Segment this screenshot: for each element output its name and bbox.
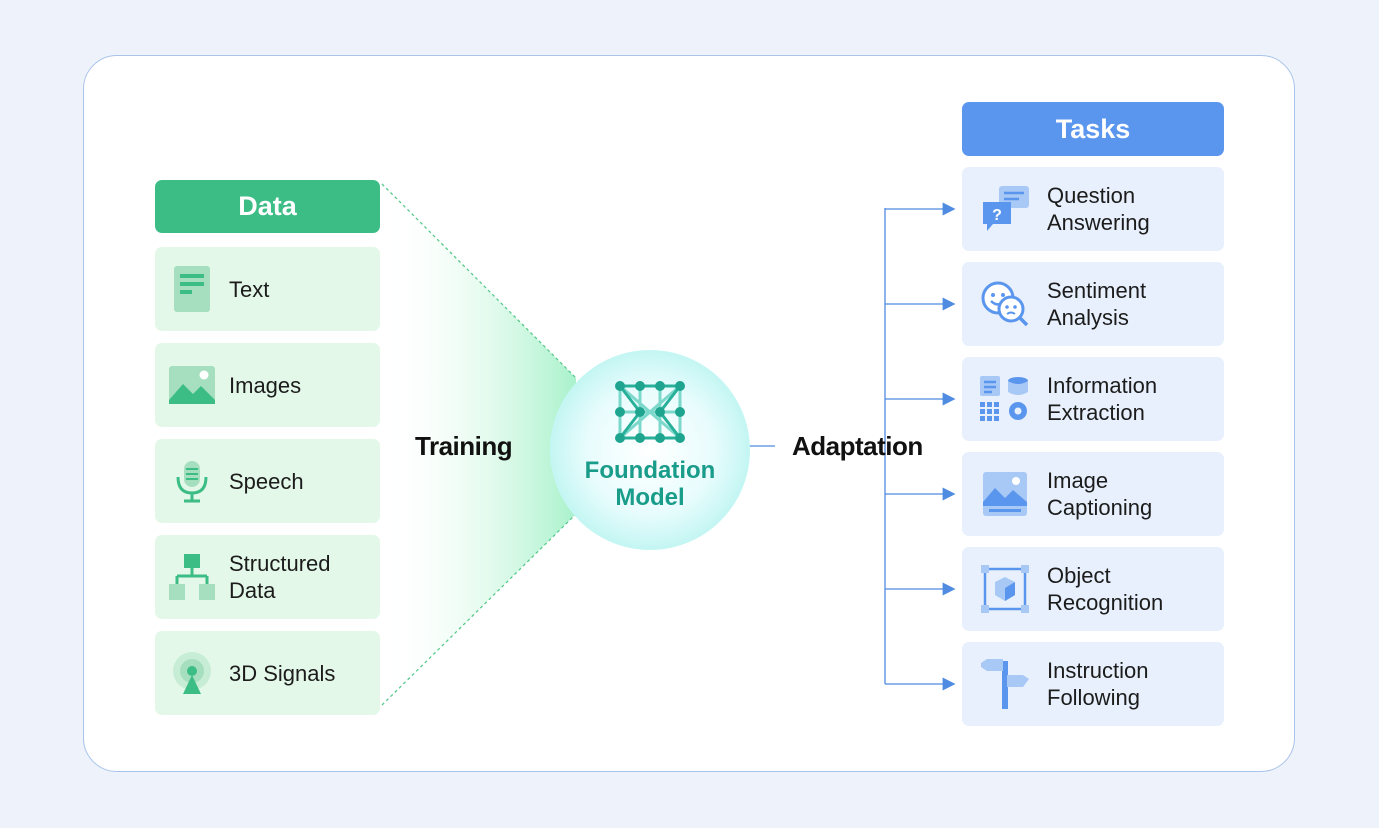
signal-icon (155, 651, 229, 695)
foundation-model-glow (550, 350, 750, 550)
task-item-object-recognition: Object Recognition (962, 547, 1224, 631)
foundation-model-line1: Foundation (584, 457, 716, 484)
task-arrows (885, 202, 956, 691)
data-item-label: Images (229, 372, 302, 398)
extraction-icon (962, 376, 1047, 422)
hierarchy-icon (155, 554, 229, 600)
task-item-information-extraction: Information Extraction (962, 357, 1224, 441)
training-beam (382, 184, 576, 705)
task-item-question-answering: ? Question Answering (962, 167, 1224, 251)
data-item-3d-signals: 3D Signals (155, 631, 380, 715)
data-item-speech: Speech (155, 439, 380, 523)
neural-network-icon (612, 378, 688, 451)
data-item-text: Text (155, 247, 380, 331)
data-item-images: Images (155, 343, 380, 427)
document-icon (155, 264, 229, 314)
task-item-label: Instruction Following (1047, 658, 1149, 710)
data-header: Data (155, 180, 380, 233)
signpost-icon (962, 659, 1047, 709)
data-item-label: 3D Signals (229, 660, 336, 686)
object-box-icon (962, 565, 1047, 613)
task-item-label: Image Captioning (1047, 468, 1153, 520)
task-item-label: Information Extraction (1047, 373, 1158, 425)
adaptation-label: Adaptation (792, 431, 923, 461)
microphone-icon (155, 459, 229, 503)
task-item-instruction-following: Instruction Following (962, 642, 1224, 726)
foundation-model-title: Foundation Model (560, 457, 740, 511)
training-label: Training (415, 431, 513, 461)
data-item-label: Text (229, 276, 270, 302)
task-item-label: Sentiment Analysis (1047, 278, 1147, 330)
tasks-header: Tasks (962, 102, 1224, 156)
data-item-label: Structured Data (229, 551, 331, 603)
task-item-sentiment-analysis: Sentiment Analysis (962, 262, 1224, 346)
svg-text:?: ? (992, 207, 1002, 224)
data-item-structured-data: Structured Data (155, 535, 380, 619)
task-item-label: Object Recognition (1047, 563, 1164, 615)
training-dash-top (381, 183, 577, 379)
task-item-label: Question Answering (1047, 183, 1150, 235)
caption-image-icon (962, 472, 1047, 516)
task-item-image-captioning: Image Captioning (962, 452, 1224, 536)
image-icon (155, 366, 229, 404)
sentiment-icon (962, 281, 1047, 327)
foundation-model-line2: Model (615, 484, 685, 511)
question-chat-icon: ? (962, 186, 1047, 232)
data-item-label: Speech (229, 468, 304, 494)
